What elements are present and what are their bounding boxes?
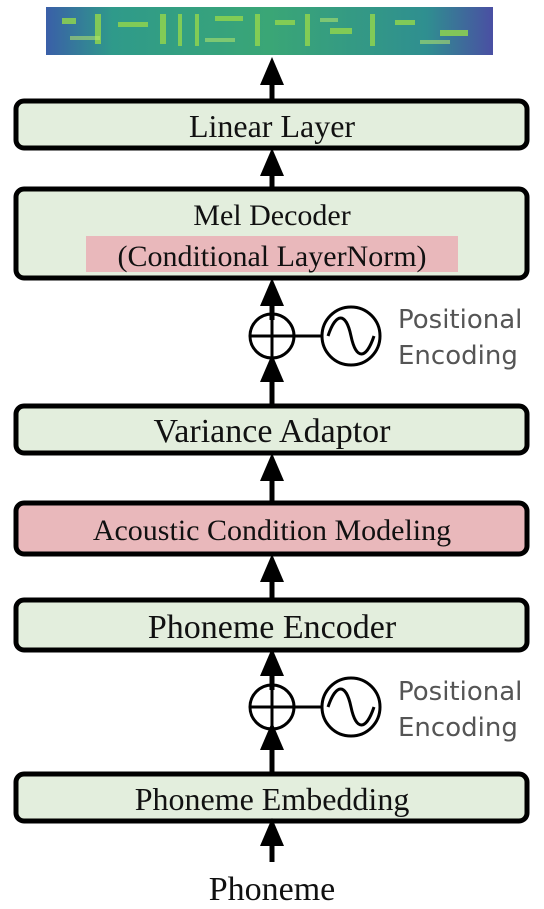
adder-icon [248,683,296,731]
positional-encoding-label: Positional [398,677,522,707]
positional-encoding-label: Positional [398,305,522,335]
positional-encoding-label-line2: Encoding [398,341,518,371]
adder-icon [248,312,296,360]
linear-layer-label: Linear Layer [189,108,355,144]
phoneme-embedding-label: Phoneme Embedding [135,781,410,817]
mel-decoder-highlight [86,236,458,272]
variance-adaptor-box [13,403,530,456]
mel-spectrogram-image [46,7,493,55]
flow-arrows [260,57,284,862]
mel-decoder-label: Mel Decoder [193,199,350,232]
sine-wave-icon [320,305,382,367]
positional-encoding-label-line2: Encoding [398,713,518,743]
phoneme-encoder-label: Phoneme Encoder [148,609,397,646]
mel-decoder-sublabel: (Conditional LayerNorm) [117,240,426,273]
acoustic-condition-modeling-box [13,500,530,557]
linear-layer-box [13,98,530,151]
variance-adaptor-label: Variance Adaptor [154,413,392,450]
acoustic-condition-modeling-label: Acoustic Condition Modeling [93,514,451,547]
phoneme-input-label: Phoneme [209,871,336,908]
sine-wave-icon [320,676,382,738]
